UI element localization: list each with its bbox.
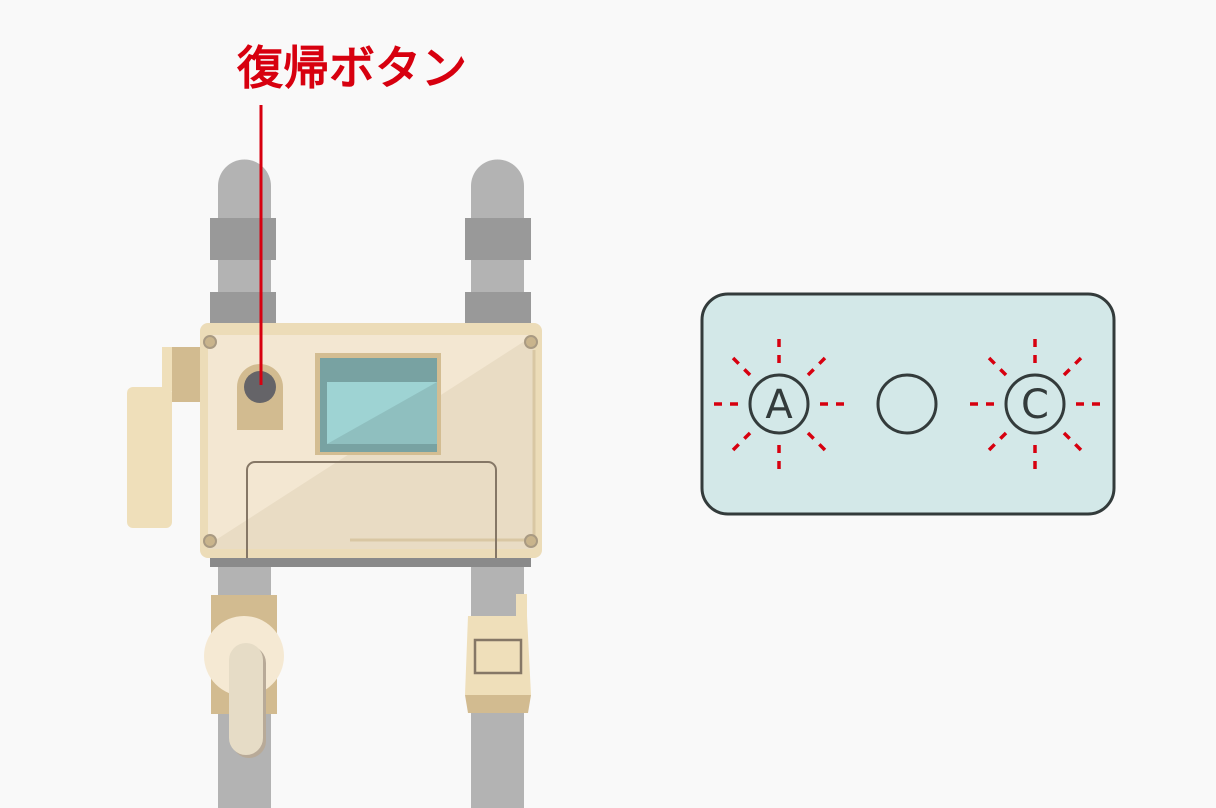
lamp-c: C: [963, 332, 1107, 476]
gas-valve[interactable]: [204, 595, 284, 758]
blink-ray: [806, 431, 832, 457]
lamp-a: A: [707, 332, 851, 476]
blink-ray: [1062, 351, 1088, 377]
side-bracket: [127, 347, 202, 528]
pipe-sensor: [465, 594, 531, 713]
lamp-middle: [876, 373, 938, 435]
lamp-circle: [876, 373, 938, 435]
blink-ray: [982, 351, 1008, 377]
blink-ray: [1062, 431, 1088, 457]
lamp-circle: [748, 373, 810, 435]
blink-ray: [726, 351, 752, 377]
blink-ray: [726, 431, 752, 457]
lamp-letter: C: [1021, 382, 1049, 428]
reset-button[interactable]: [237, 364, 283, 430]
blink-ray: [982, 431, 1008, 457]
lamp-letter: A: [765, 382, 793, 428]
lamp-circle: [1004, 373, 1066, 435]
display-window: [315, 353, 441, 455]
blink-ray: [806, 351, 832, 377]
reset-button-label: 復帰ボタン: [236, 41, 467, 95]
